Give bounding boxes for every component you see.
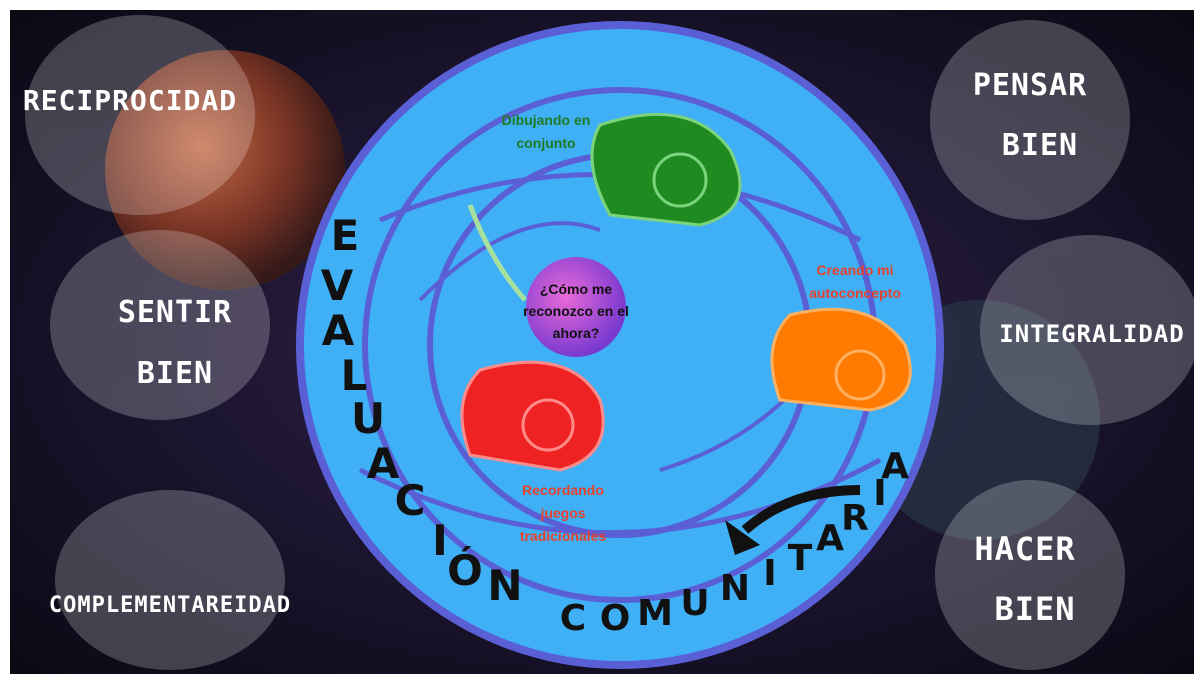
label-integralidad: INTEGRALIDAD (999, 320, 1184, 348)
label-hacer-bien: BIEN (994, 590, 1075, 628)
arc-letter: E (331, 211, 360, 260)
orange-node-line1: Creando mi (816, 262, 893, 278)
arc-letter: T (788, 538, 813, 579)
arc-letter: I (763, 553, 776, 594)
center-line1: ¿Cómo me (540, 281, 613, 297)
arc-letter: V (321, 261, 354, 310)
arc-letter: C (395, 476, 426, 525)
arc-letter: C (560, 598, 586, 639)
red-shell-icon (462, 362, 603, 470)
arc-letter: A (816, 518, 844, 559)
arc-letter: O (600, 598, 631, 639)
center-line3: ahora? (553, 325, 600, 341)
label-complementareidad: COMPLEMENTAREIDAD (49, 593, 291, 618)
orange-node-line2: autoconcepto (809, 285, 901, 301)
label-sentir: SENTIR (118, 295, 232, 330)
label-hacer: HACER (974, 530, 1075, 568)
arc-letter: I (432, 516, 448, 565)
green-node-line2: conjunto (516, 135, 575, 151)
center-line2: reconozco en el (523, 303, 629, 319)
red-node-line2: juegos (539, 505, 585, 521)
label-pensar-bien: BIEN (1002, 128, 1078, 163)
label-sentir-bien: BIEN (137, 356, 213, 391)
arc-letter: N (720, 568, 750, 609)
arc-letter: U (680, 583, 709, 624)
arc-letter: R (841, 498, 869, 539)
arc-letter: A (322, 306, 355, 355)
red-node-line1: Recordando (522, 482, 604, 498)
arc-letter: A (881, 446, 909, 487)
arc-letter: M (637, 593, 673, 634)
arc-letter: Ó (447, 545, 483, 595)
red-node-line3: tradicionales (520, 528, 607, 544)
label-pensar: PENSAR (973, 68, 1087, 103)
arc-letter: N (487, 561, 522, 610)
arc-letter: L (341, 351, 368, 400)
label-reciprocidad: RECIPROCIDAD (23, 84, 237, 117)
green-node-line1: Dibujando en (502, 112, 591, 128)
arc-letter: U (351, 394, 385, 443)
